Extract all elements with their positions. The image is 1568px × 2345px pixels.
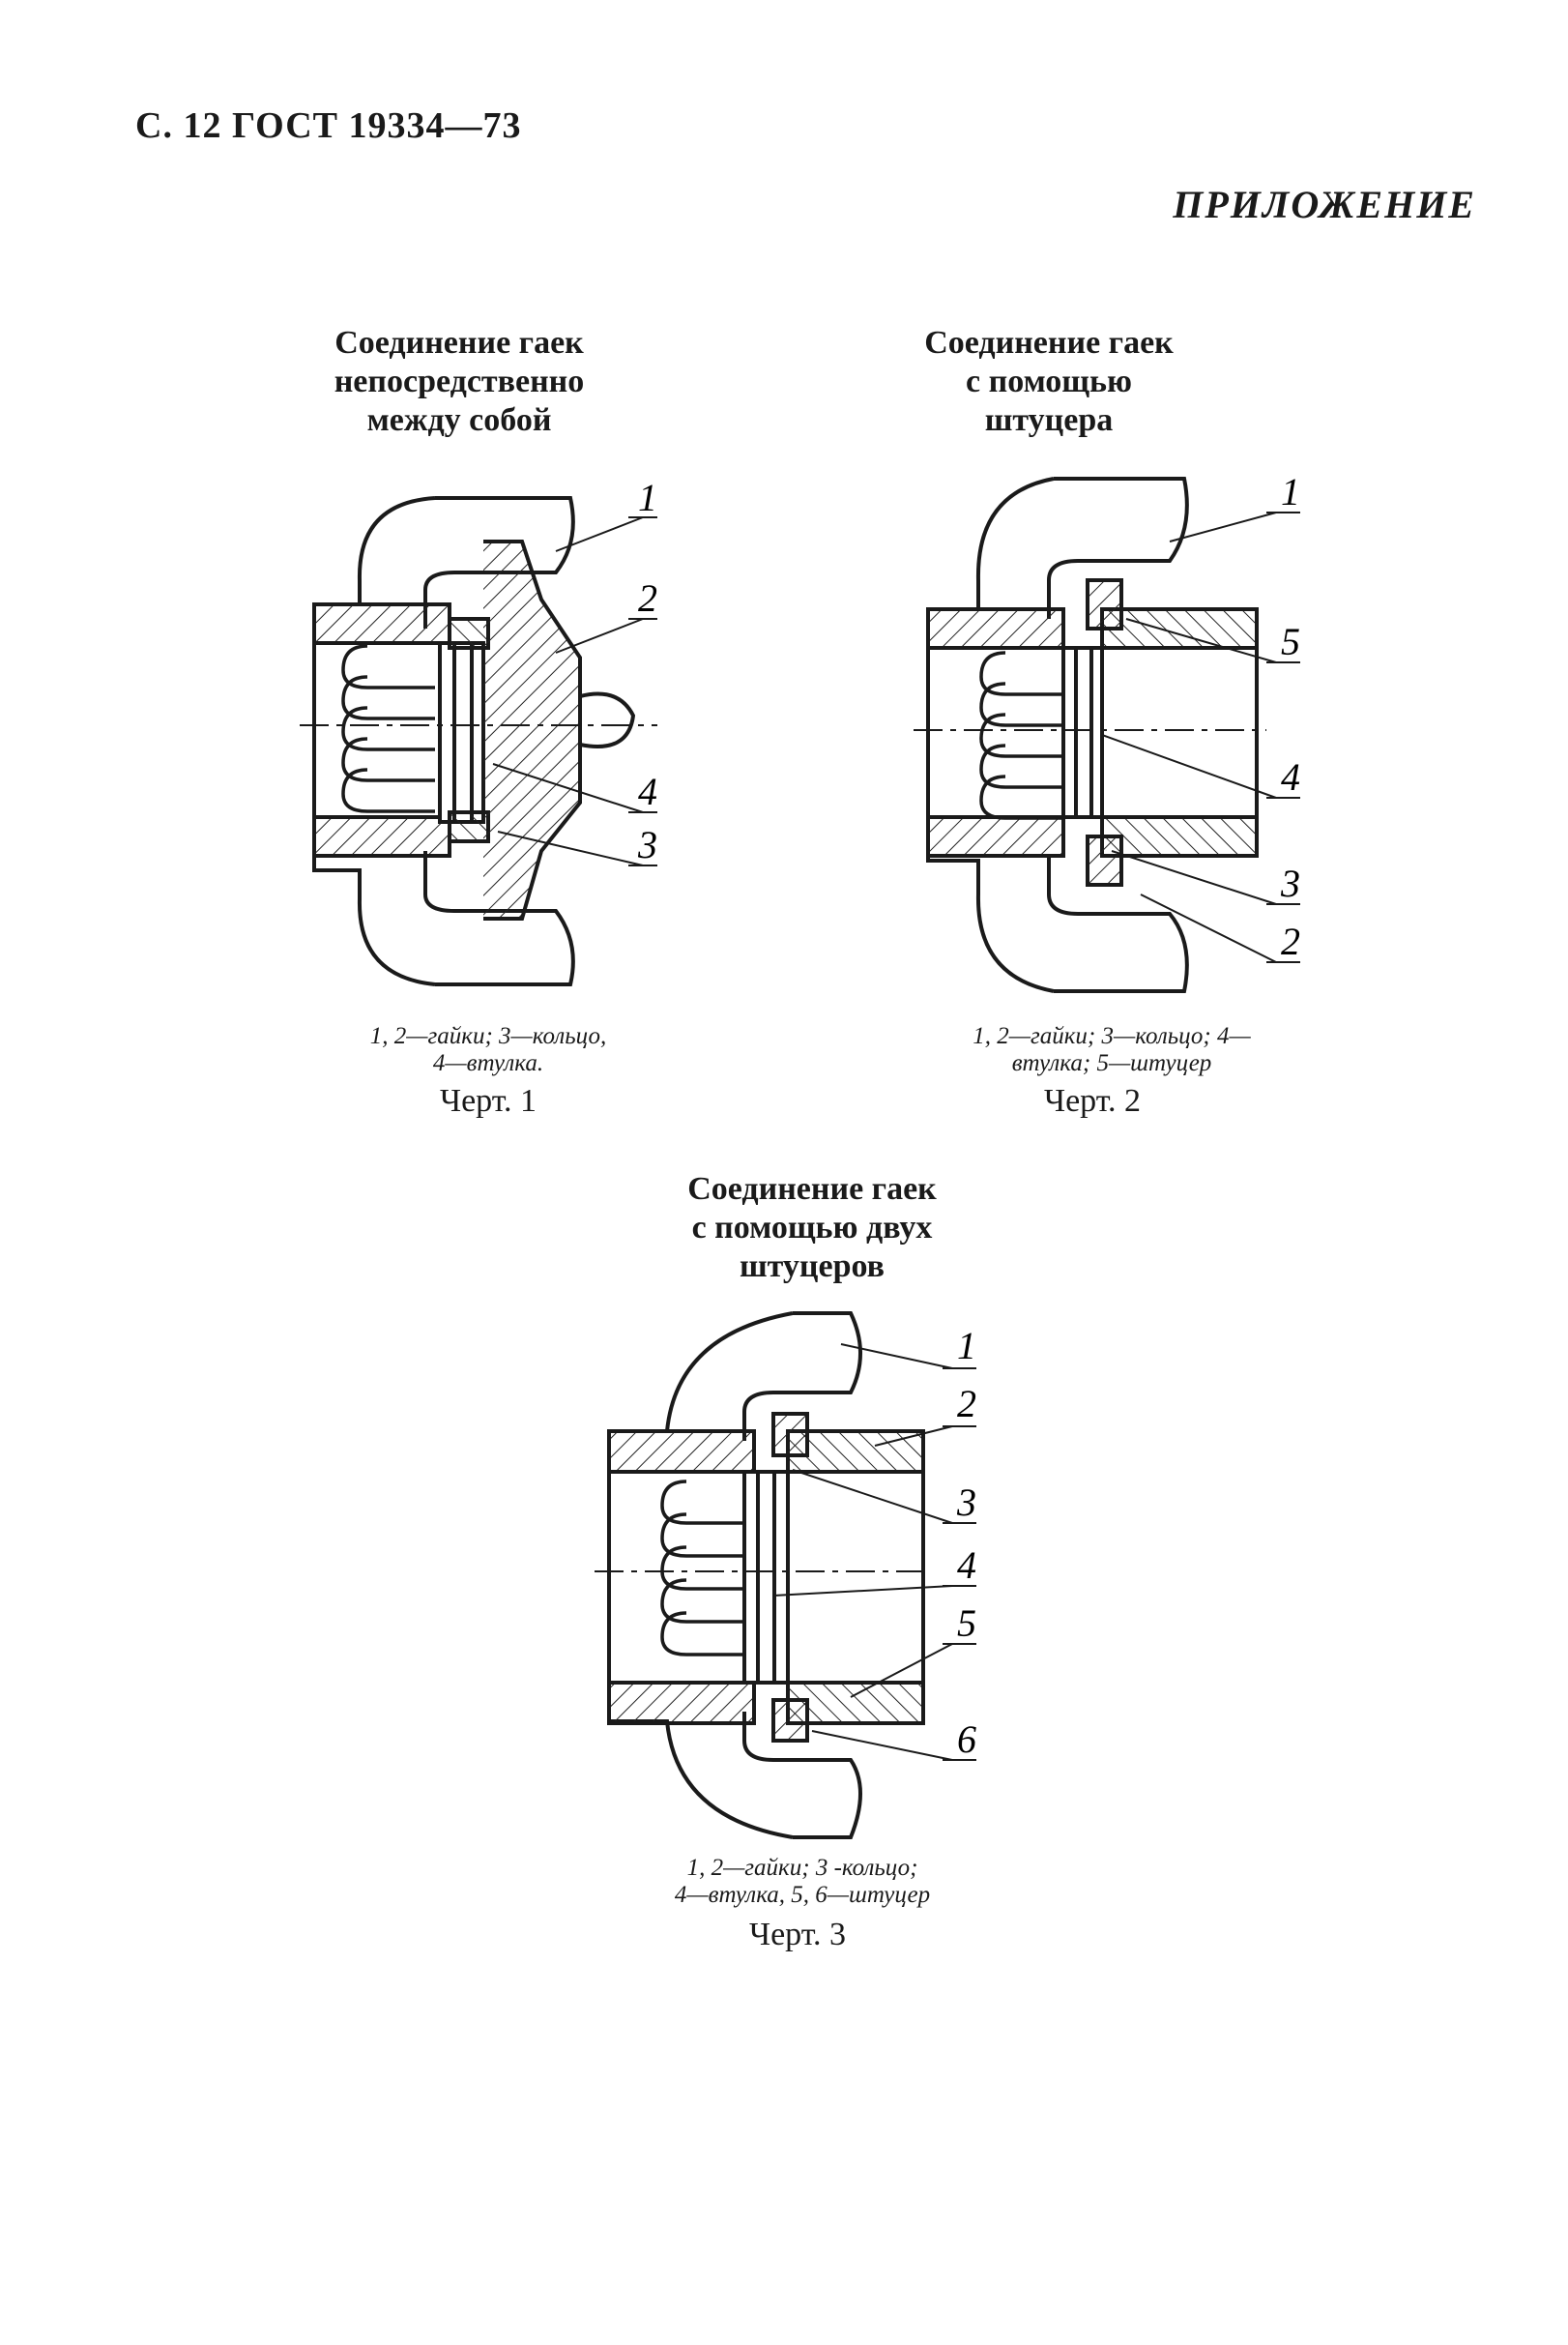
figure-3-title: Соединение гаек с помощью двух штуцеров bbox=[590, 1170, 1034, 1286]
figure-2-leaders bbox=[1101, 512, 1300, 963]
figure-3-callout: 4 bbox=[957, 1543, 976, 1587]
figure-2-callout: 3 bbox=[1280, 862, 1300, 905]
figure-3-callout: 5 bbox=[957, 1601, 976, 1645]
figure-1-callout: 2 bbox=[638, 576, 657, 620]
figure-3-caption: 1, 2—гайки; 3 -кольцо; 4—втулка, 5, 6—шт… bbox=[599, 1855, 1005, 1909]
figure-1-callout: 3 bbox=[637, 823, 657, 866]
figure-3-callout: 6 bbox=[957, 1717, 976, 1761]
figure-3-caption-line: 4—втулка, 5, 6—штуцер bbox=[674, 1882, 931, 1908]
figure-3-title-line: с помощью двух bbox=[691, 1210, 933, 1246]
figure-2-callout: 1 bbox=[1281, 470, 1300, 513]
figure-3-label: Черт. 3 bbox=[748, 1917, 847, 1952]
figure-1-title: Соединение гаек непосредственно между со… bbox=[237, 324, 682, 440]
figure-3-title-line: штуцеров bbox=[739, 1248, 886, 1284]
nut-outline bbox=[609, 1311, 862, 1441]
figure-1-callout: 4 bbox=[638, 770, 657, 813]
figure-1-title-line: между собой bbox=[366, 402, 552, 438]
nut-outline bbox=[609, 1712, 862, 1839]
figure-2-callout: 2 bbox=[1281, 920, 1300, 963]
figure-1-callout: 1 bbox=[638, 476, 657, 519]
spring bbox=[341, 644, 435, 813]
figure-2-caption-line: втулка; 5—штуцер bbox=[1011, 1050, 1212, 1076]
figure-3-title-line: Соединение гаек bbox=[687, 1171, 937, 1207]
spring bbox=[979, 651, 1063, 820]
figure-2-label: Черт. 2 bbox=[1043, 1083, 1142, 1119]
nut-outline bbox=[926, 477, 1189, 633]
figure-2-assembly bbox=[914, 477, 1266, 993]
figure-1-caption-line: 1, 2—гайки; 3—кольцо, bbox=[369, 1023, 607, 1049]
nut-outline bbox=[312, 496, 575, 633]
page-header: С. 12 ГОСТ 19334—73 bbox=[135, 105, 522, 146]
nut-outline bbox=[312, 841, 575, 986]
appendix-title: ПРИЛОЖЕНИЕ bbox=[1173, 183, 1476, 226]
spring bbox=[660, 1480, 744, 1656]
figure-3-assembly bbox=[595, 1311, 933, 1839]
figure-2-callout: 5 bbox=[1281, 620, 1300, 663]
figure-2-callout: 4 bbox=[1281, 755, 1300, 799]
figure-1-caption-line: 4—втулка. bbox=[432, 1050, 544, 1076]
figure-2-caption-line: 1, 2—гайки; 3—кольцо; 4— bbox=[973, 1023, 1251, 1049]
figure-3-callout: 2 bbox=[957, 1382, 976, 1425]
figure-3-callout: 3 bbox=[956, 1480, 976, 1524]
figure-3-leaders bbox=[772, 1343, 976, 1761]
figure-2-title-line: штуцера bbox=[984, 402, 1114, 438]
figure-1-title-line: непосредственно bbox=[334, 364, 585, 399]
figure-1-label: Черт. 1 bbox=[439, 1083, 537, 1119]
figure-2-title-line: Соединение гаек bbox=[924, 325, 1174, 361]
figure-2-title-line: с помощью bbox=[966, 364, 1132, 399]
figure-1-caption: 1, 2—гайки; 3—кольцо, 4—втулка. bbox=[285, 1023, 691, 1077]
figure-1-leaders bbox=[492, 516, 657, 866]
figure-2-title: Соединение гаек с помощью штуцера bbox=[827, 324, 1271, 440]
figure-3-callout: 1 bbox=[957, 1324, 976, 1367]
figure-1-title-line: Соединение гаек bbox=[334, 325, 584, 361]
figure-2-caption: 1, 2—гайки; 3—кольцо; 4— втулка; 5—штуце… bbox=[904, 1023, 1320, 1077]
figure-3-caption-line: 1, 2—гайки; 3 -кольцо; bbox=[686, 1855, 918, 1881]
nut-outline bbox=[926, 836, 1189, 993]
figure-1-assembly bbox=[300, 496, 657, 986]
